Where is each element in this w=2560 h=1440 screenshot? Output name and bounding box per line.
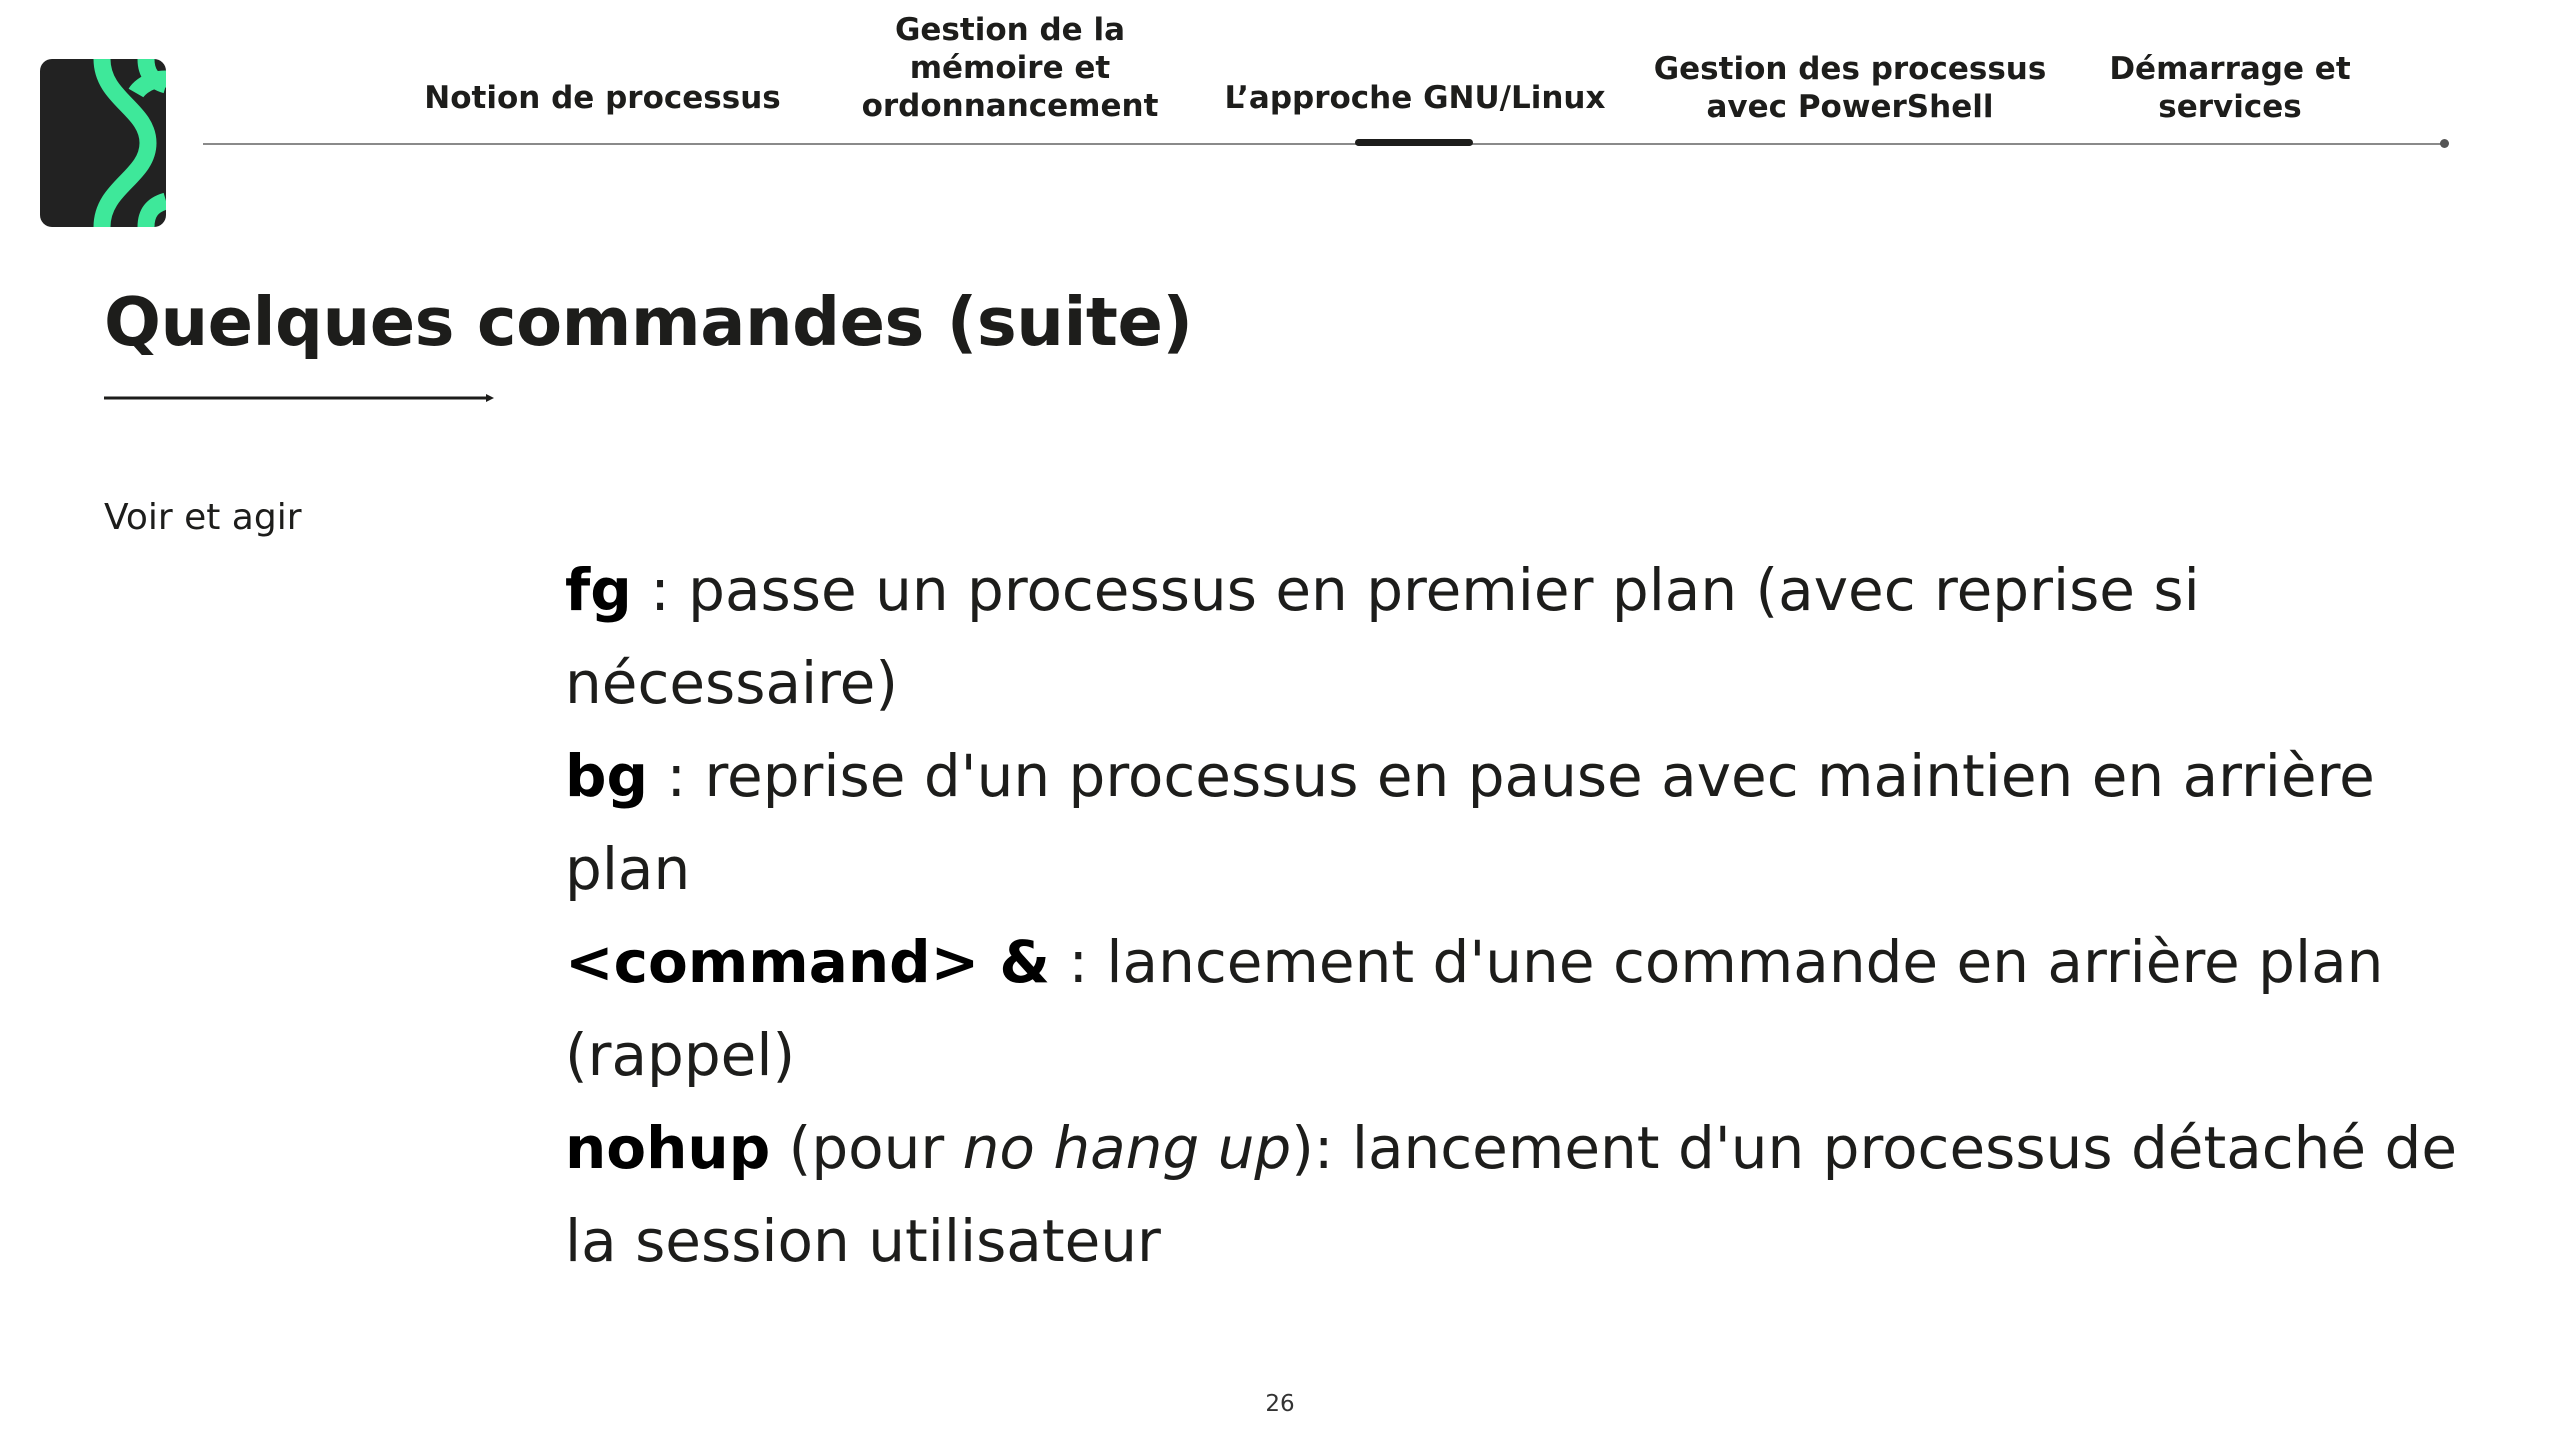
tab-label: Gestion de la mémoire et ordonnancement [861,12,1159,124]
command-italic: no hang up [962,1114,1292,1182]
nav-end-dot [2440,139,2449,148]
tab-gestion-powershell[interactable]: Gestion des processus avec PowerShell [1650,40,2050,136]
active-tab-indicator [1355,139,1473,146]
tab-demarrage-services[interactable]: Démarrage et services [2080,40,2380,136]
nav-progress-line [203,143,2445,145]
tab-approche-gnu-linux[interactable]: L’approche GNU/Linux [1215,60,1615,136]
command-name: <command> & [565,928,1051,996]
command-name: fg [565,556,632,624]
command-name: nohup [565,1114,771,1182]
command-item-background: <command> & : lancement d'une commande e… [565,916,2495,1102]
command-list: fg : passe un processus en premier plan … [565,544,2495,1288]
command-description: ): lancement d'un processus détaché de l… [565,1114,2458,1275]
command-item-bg: bg : reprise d'un processus en pause ave… [565,730,2495,916]
tab-label: Notion de processus [424,80,781,116]
title-underline-arrow [104,394,494,402]
command-name: bg [565,742,649,810]
tab-notion-de-processus[interactable]: Notion de processus [420,60,785,136]
page-number: 26 [1265,1391,1295,1417]
command-pre: (pour [770,1114,963,1182]
command-item-fg: fg : passe un processus en premier plan … [565,544,2495,730]
command-description: : passe un processus en premier plan (av… [565,556,2200,717]
command-description: : lancement d'une commande en arrière pl… [565,928,2384,1089]
slide-title: Quelques commandes (suite) [104,283,1193,361]
tab-label: L’approche GNU/Linux [1224,80,1606,116]
tab-label: Démarrage et services [2109,51,2351,125]
tab-gestion-memoire[interactable]: Gestion de la mémoire et ordonnancement [830,0,1190,136]
slide-subtitle: Voir et agir [104,497,302,538]
tab-label: Gestion des processus avec PowerShell [1653,51,2047,125]
command-item-nohup: nohup (pour no hang up): lancement d'un … [565,1102,2495,1288]
brand-logo-icon [40,59,166,227]
command-description: : reprise d'un processus en pause avec m… [565,742,2375,903]
